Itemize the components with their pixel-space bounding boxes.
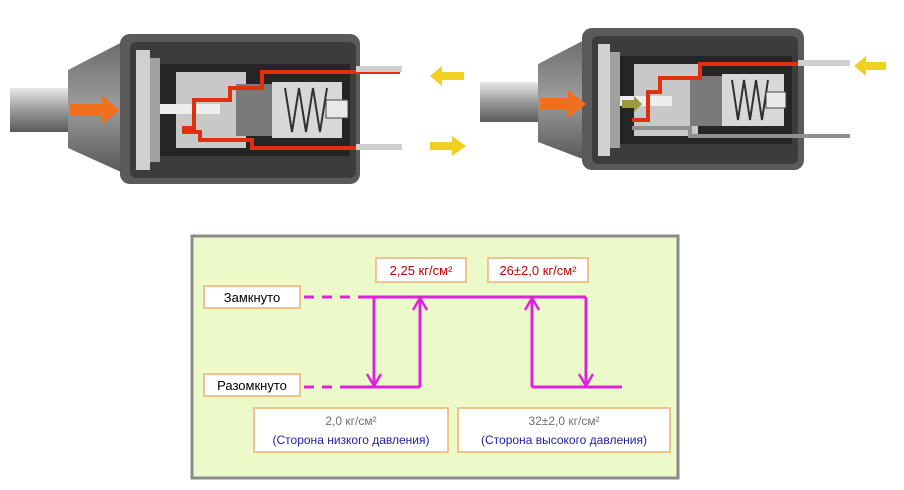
low-cutin-box (375, 257, 467, 283)
flow-arrow-icon (70, 96, 120, 124)
arrow-down-icon (577, 373, 595, 389)
flow-arrow-icon (622, 96, 642, 112)
high-side-caption: (Сторона высокого давления) (481, 433, 647, 447)
state-open-box (203, 373, 301, 397)
low-side-caption: (Сторона низкого давления) (273, 433, 430, 447)
state-closed-box (203, 285, 301, 309)
flow-arrow-icon (540, 90, 586, 118)
high-cutin-box (487, 257, 589, 283)
spring-icon (284, 87, 328, 133)
flow-arrow-icon (430, 66, 464, 86)
high-side-value: 32±2,0 кг/см² (528, 414, 599, 428)
state-open-label: Разомкнуто (217, 378, 287, 393)
low-side-box (253, 407, 449, 453)
flow-arrow-icon (854, 56, 886, 76)
flow-arrow-icon (430, 136, 466, 156)
high-cutin-label: 26±2,0 кг/см² (499, 263, 577, 278)
low-side-value: 2,0 кг/см² (325, 414, 376, 428)
hysteresis-panel: Замкнуто Разомкнуто 2,25 кг/см² 26±2,0 к… (190, 234, 680, 480)
arrow-up-icon (411, 295, 429, 311)
spring-icon (731, 79, 769, 121)
hysteresis-curve (344, 295, 622, 389)
arrow-up-icon (523, 295, 541, 311)
state-closed-label: Замкнуто (224, 290, 280, 305)
switch-right-illustration (480, 28, 886, 170)
switch-left-illustration (10, 34, 466, 184)
high-side-box (457, 407, 671, 453)
arrow-down-icon (365, 373, 383, 389)
low-cutin-label: 2,25 кг/см² (390, 263, 453, 278)
